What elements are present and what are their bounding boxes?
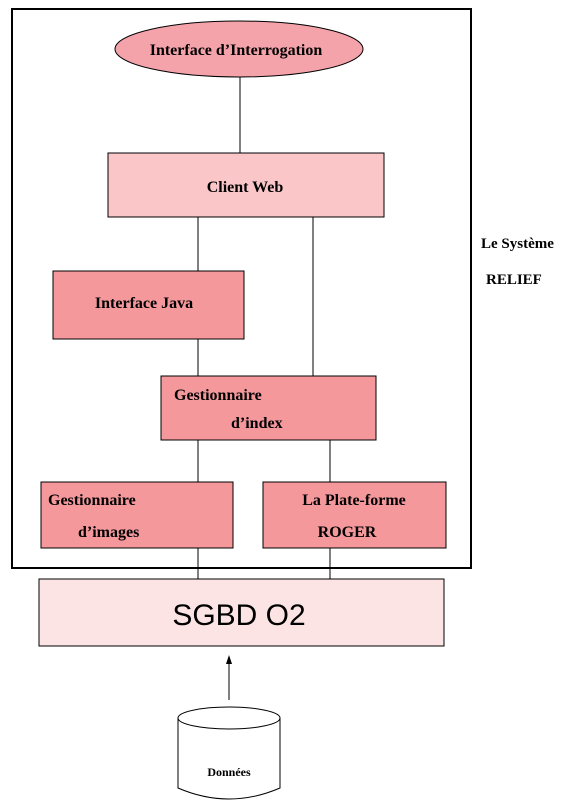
data-arrow-head — [226, 655, 232, 664]
gestionnaire-index-line1: Gestionnaire — [174, 387, 262, 404]
gestionnaire-images-line1: Gestionnaire — [48, 492, 136, 509]
system-frame — [11, 8, 472, 569]
interface-interrogation-node — [114, 20, 364, 78]
gestionnaire-images-line2: d’images — [78, 524, 139, 541]
plate-forme-line2: ROGER — [318, 524, 377, 541]
system-name-line2: RELIEF — [486, 272, 542, 288]
gestionnaire-index-box — [160, 375, 377, 441]
gestionnaire-index-line2: d’index — [231, 415, 283, 432]
client-web-box — [107, 152, 385, 218]
plate-forme-roger-box — [262, 481, 447, 549]
interface-java-label: Interface Java — [95, 295, 193, 312]
donnees-label: Données — [207, 765, 251, 779]
interface-interrogation-label: Interface d’Interrogation — [150, 42, 323, 59]
sgbd-label: SGBD O2 — [172, 599, 305, 632]
interface-java-box — [52, 270, 245, 340]
gestionnaire-images-box — [40, 481, 234, 549]
sgbd-box — [38, 578, 445, 647]
system-name-line1: Le Système — [481, 236, 554, 252]
plate-forme-line1: La Plate-forme — [302, 492, 406, 509]
database-cylinder-icon — [177, 706, 281, 800]
client-web-label: Client Web — [207, 179, 284, 196]
